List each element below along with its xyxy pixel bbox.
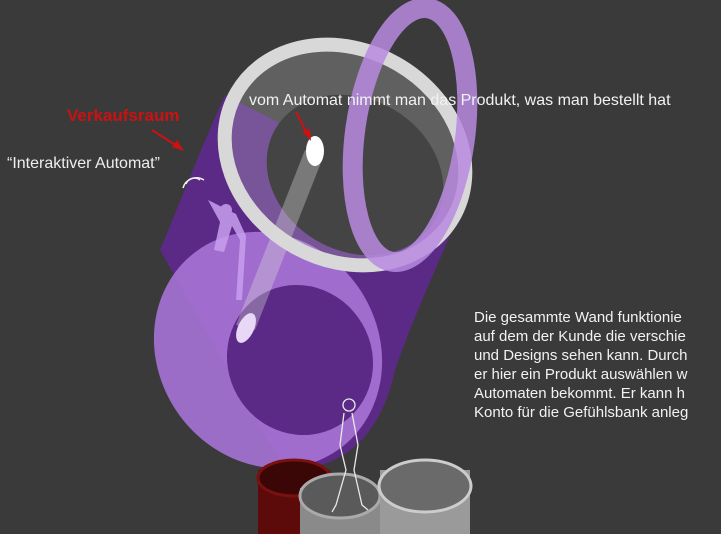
- bottom-seats: [258, 460, 471, 534]
- description-line: Konto für die Gefühlsbank anleg: [474, 403, 721, 422]
- description-text: Die gesammte Wand funktionie auf dem der…: [474, 308, 721, 422]
- description-line: und Designs sehen kann. Durch: [474, 346, 721, 365]
- product-capsule-icon: [306, 136, 324, 166]
- description-line: Automaten bekommt. Er kann h: [474, 384, 721, 403]
- arrow-head: [172, 140, 184, 151]
- description-line: er hier ein Produkt auswählen w: [474, 365, 721, 384]
- label-automat-caption: vom Automat nimmt man das Produkt, was m…: [249, 92, 671, 110]
- description-line: auf dem der Kunde die verschie: [474, 327, 721, 346]
- label-verkaufsraum: Verkaufsraum: [67, 106, 179, 126]
- description-line: Die gesammte Wand funktionie: [474, 308, 721, 327]
- label-interaktiver-automat: “Interaktiver Automat”: [7, 155, 160, 173]
